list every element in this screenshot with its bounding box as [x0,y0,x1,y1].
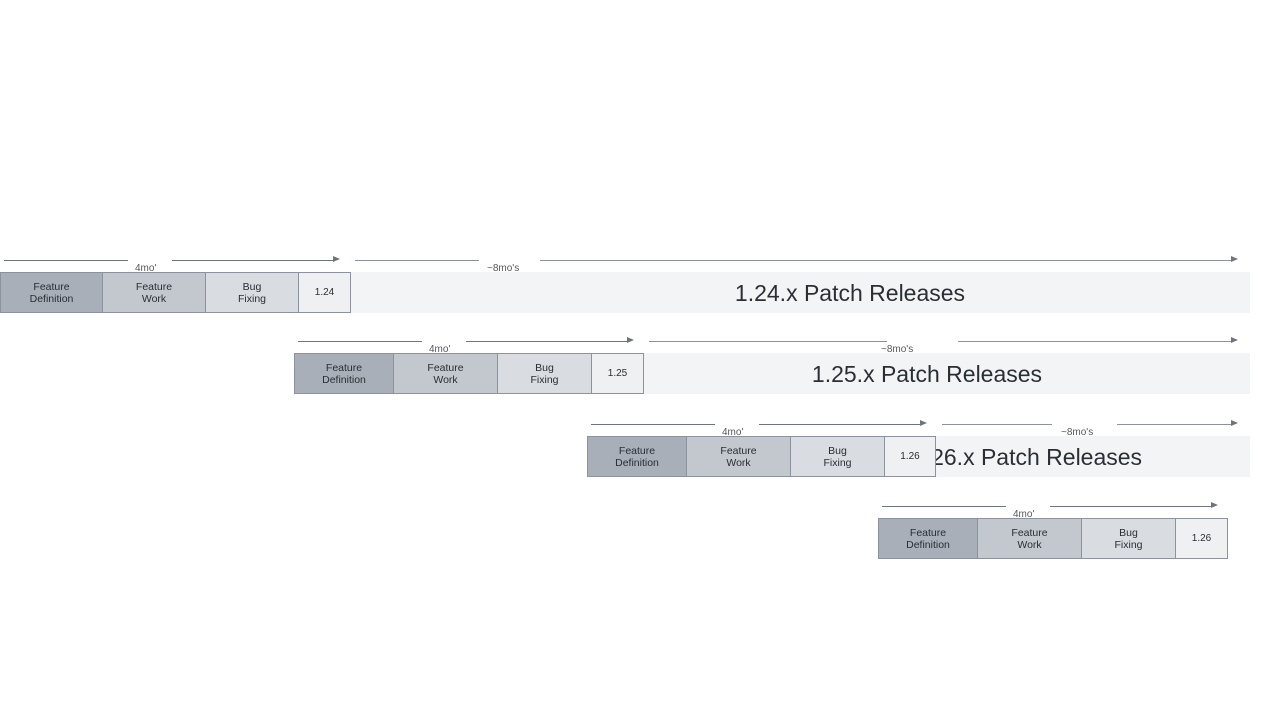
version-box[interactable]: 1.24 [298,272,351,313]
patch-release-label: 1.26.x Patch Releases [911,443,1143,470]
phase-label-line2: Fixing [1114,538,1143,551]
phase-label-line2: Work [141,292,167,305]
phase-label-line2: Definition [615,456,659,469]
phase-label-line1: Feature [135,280,173,293]
phase-label-line2: Work [726,456,751,469]
phase-label-line1: Feature [427,361,464,374]
dev-arrow-line-right [759,424,921,425]
patch-arrow-line-right [1117,424,1232,425]
phase-label-line1: Bug [242,280,262,293]
phase-label-line2: Work [433,373,458,386]
dev-arrow-label: 4mo' [135,263,157,274]
phase-label-line2: Definition [906,538,950,551]
timeline-arrows-1-24: 4mo' ~8mo's [0,250,1250,274]
phase-feature-work[interactable]: Feature Work [102,272,206,313]
patch-arrow-head-icon [1231,336,1238,343]
phase-label-line2: Definition [29,292,74,305]
patch-arrow-head-icon [1231,419,1238,426]
patch-release-label: 1.24.x Patch Releases [734,279,966,306]
dev-arrow-line-right [1050,506,1212,507]
phase-feature-definition[interactable]: Feature Definition [0,272,103,313]
phase-bug-fixing[interactable]: Bug Fixing [1081,518,1176,559]
phase-label-line1: Bug [828,444,847,457]
phase-label-line2: Work [1017,538,1042,551]
timeline-arrows-1-25: 4mo' ~8mo's [294,331,1250,355]
phase-label-line2: Fixing [530,373,559,386]
phase-label-line1: Feature [720,444,757,457]
phase-feature-definition[interactable]: Feature Definition [878,518,978,559]
release-row-1-26-next: 4mo' Feature Definition Feature Work Bug [878,496,1230,559]
patch-arrow-line-right [958,341,1232,342]
patch-arrow-label: ~8mo's [487,263,520,274]
version-box[interactable]: 1.25 [591,353,644,394]
phase-bar-1-25: Feature Definition Feature Work Bug Fixi… [294,353,645,394]
dev-arrow-line-left [882,506,1006,507]
phase-bug-fixing[interactable]: Bug Fixing [205,272,299,313]
phase-feature-definition[interactable]: Feature Definition [294,353,394,394]
patch-arrow-label: ~8mo's [881,344,914,355]
phase-bar-1-26-next: Feature Definition Feature Work Bug Fixi… [878,518,1230,559]
phase-label-line1: Feature [1011,526,1048,539]
version-box[interactable]: 1.26 [884,436,936,477]
dev-arrow-line-left [4,260,128,261]
release-row-1-26: 4mo' ~8mo's 1.26.x Patch Releases Featur… [587,414,1250,477]
phase-label-line2: Fixing [823,456,852,469]
phase-bar-1-26: Feature Definition Feature Work Bug Fixi… [587,436,937,477]
patch-arrow-head-icon [1231,255,1238,262]
patch-arrow-line-right [540,260,1232,261]
patch-arrow-label: ~8mo's [1061,427,1094,438]
patch-release-label: 1.25.x Patch Releases [811,360,1043,387]
phase-feature-work[interactable]: Feature Work [686,436,791,477]
patch-arrow-line-left [942,424,1052,425]
release-row-1-25: 4mo' ~8mo's 1.25.x Patch Releases Featur… [294,331,1250,394]
dev-arrow-label: 4mo' [429,344,451,355]
phase-label-line1: Feature [909,526,947,539]
phase-label-line2: Definition [322,373,366,386]
release-row-1-24: 4mo' ~8mo's 1.24.x Patch Releases Featur… [0,250,1250,313]
phase-feature-definition[interactable]: Feature Definition [587,436,687,477]
dev-arrow-label: 4mo' [1013,509,1035,520]
dev-arrow-line-left [298,341,422,342]
phase-bug-fixing[interactable]: Bug Fixing [497,353,592,394]
phase-feature-work[interactable]: Feature Work [393,353,498,394]
phase-label-line2: Fixing [237,292,266,305]
phase-feature-work[interactable]: Feature Work [977,518,1082,559]
phase-label-line1: Bug [1119,526,1138,539]
dev-arrow-head-icon [627,336,634,343]
phase-bar-1-24: Feature Definition Feature Work Bug Fixi… [0,272,352,313]
phase-bug-fixing[interactable]: Bug Fixing [790,436,885,477]
phase-label-line1: Bug [535,361,554,374]
phase-label-line1: Feature [618,444,656,457]
dev-arrow-line-right [172,260,334,261]
timeline-arrows-1-26: 4mo' ~8mo's [587,414,1250,438]
patch-arrow-line-left [355,260,479,261]
dev-arrow-line-left [591,424,715,425]
dev-arrow-line-right [466,341,628,342]
dev-arrow-label: 4mo' [722,427,744,438]
patch-arrow-line-left [649,341,887,342]
phase-label-line1: Feature [33,280,70,293]
dev-arrow-head-icon [1211,501,1218,508]
phase-label-line1: Feature [325,361,363,374]
dev-arrow-head-icon [333,255,340,262]
dev-arrow-head-icon [920,419,927,426]
timeline-arrows-1-26-next: 4mo' [878,496,1230,520]
version-box[interactable]: 1.26 [1175,518,1228,559]
